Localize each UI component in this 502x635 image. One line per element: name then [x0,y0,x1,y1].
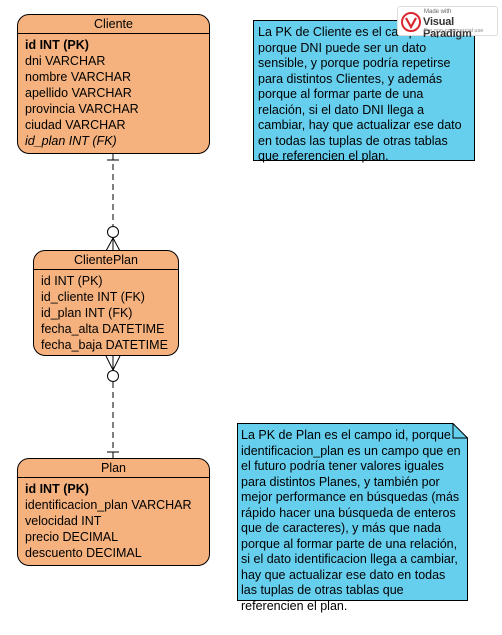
plan-field-identificacion-plan: identificacion_plan VARCHAR [25,498,192,512]
plan-field-id: id INT (PK) [25,482,89,496]
note-cliente-pk-text: La PK de Cliente es el campo id, porque … [258,25,462,163]
cliente-field-apellido: apellido VARCHAR [25,86,132,100]
cliente-field-id: id INT (PK) [25,38,89,52]
visual-paradigm-watermark: Made with Visual Paradigm For non-commer… [397,6,498,40]
entity-clienteplan-title: ClientePlan [34,251,178,270]
entity-clienteplan[interactable]: ClientePlan id INT (PK) id_cliente INT (… [33,250,179,356]
note-plan-shape [237,423,468,601]
cliente-field-provincia: provincia VARCHAR [25,102,139,116]
entity-cliente[interactable]: Cliente id INT (PK) dni VARCHAR nombre V… [17,14,210,154]
note-plan-pk[interactable]: La PK de Plan es el campo id, porque ide… [237,423,468,613]
cliente-field-nombre: nombre VARCHAR [25,70,132,84]
clienteplan-crowfoot2-left [105,355,114,371]
cliente-field-ciudad: ciudad VARCHAR [25,118,126,132]
watermark-made-with: Made with [424,9,452,15]
plan-field-velocidad: velocidad INT [25,514,102,528]
clienteplan-field-fecha-alta: fecha_alta DATETIME [41,322,165,336]
note-cliente-pk[interactable]: La PK de Cliente es el campo id, porque … [253,20,475,163]
clienteplan-field-id: id INT (PK) [41,274,103,288]
clienteplan-crowfoot-left [105,237,114,252]
entity-cliente-title: Cliente [18,15,209,34]
clienteplan-crowfoot-right [112,237,121,252]
clienteplan-zero-circle [107,226,119,238]
cliente-field-dni: dni VARCHAR [25,54,106,68]
clienteplan-crowfoot2-right [112,355,121,371]
clienteplan-field-fecha-baja: fecha_baja DATETIME [41,338,168,352]
clienteplan-field-id-cliente: id_cliente INT (FK) [41,290,145,304]
watermark-brand: Visual Paradigm [423,16,472,40]
entity-plan[interactable]: Plan id INT (PK) identificacion_plan VAR… [17,458,210,566]
clienteplan-field-id-plan: id_plan INT (FK) [41,306,133,320]
note-plan-pk-text: La PK de Plan es el campo id, porque ide… [241,428,461,613]
plan-field-descuento: descuento DECIMAL [25,546,142,560]
plan-field-precio: precio DECIMAL [25,530,119,544]
watermark-license: For non-commercial use [424,28,484,34]
clienteplan-zero-circle-2 [107,370,119,382]
entity-plan-title: Plan [18,459,209,478]
cliente-field-id-plan: id_plan INT (FK) [25,134,117,148]
visual-paradigm-logo-icon [401,12,421,32]
